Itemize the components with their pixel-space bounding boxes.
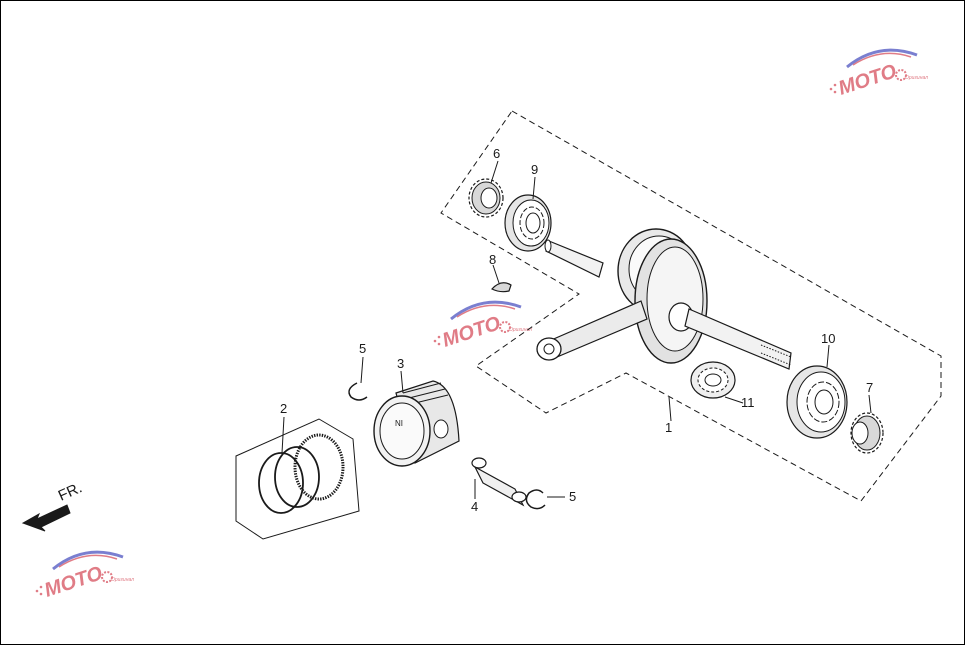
crankshaft-group-boundary: [440, 110, 942, 502]
watermark-top-right: MOTO Оригинал: [828, 48, 928, 100]
callout-2: 2: [280, 401, 287, 416]
callout-7: 6: [493, 146, 500, 161]
bearing-part-9: [504, 194, 552, 252]
front-direction-indicator: FR.: [21, 479, 85, 532]
callout-9: 9: [531, 162, 538, 177]
svg-text:MOTO: MOTO: [440, 312, 504, 351]
leader-lines: [281, 160, 872, 499]
svg-text:MOTO: MOTO: [836, 60, 900, 99]
watermark-middle: MOTO Оригинал: [432, 300, 532, 352]
piston-rings-part-2: [258, 433, 345, 514]
callout-3: 3: [397, 356, 404, 371]
svg-text:Оригинал: Оригинал: [905, 75, 928, 81]
piston-ring-set-boundary: [235, 418, 360, 540]
direction-arrow-icon: [21, 504, 71, 532]
needle-bearing-part-11: [690, 361, 736, 399]
piston-pin-part-4: [471, 457, 527, 507]
gear-part-7: [468, 178, 504, 218]
callout-11: 11: [741, 395, 755, 410]
piston-mark: NI: [395, 419, 403, 428]
callout-5-upper: 5: [359, 341, 366, 356]
gear-part-6: [850, 412, 884, 454]
callout-4: 4: [471, 499, 478, 514]
callout-8: 8: [489, 252, 496, 267]
watermark-bottom-left: MOTO Оригинал: [34, 550, 134, 602]
key-part-8: [491, 282, 512, 293]
callout-10: 10: [821, 331, 835, 346]
circlip-part-5-lower: [525, 489, 546, 510]
piston-part-3: NI: [373, 380, 460, 467]
callout-6: 7: [866, 380, 873, 395]
svg-text:MOTO: MOTO: [42, 562, 106, 601]
crankshaft-part-1: [536, 228, 792, 370]
bearing-part-10: [786, 365, 848, 439]
circlip-part-5-upper: [348, 382, 368, 401]
direction-label: FR.: [56, 479, 85, 504]
svg-text:Оригинал: Оригинал: [111, 577, 134, 583]
callout-5-lower: 5: [569, 489, 576, 504]
callout-1: 1: [665, 420, 672, 435]
svg-text:Оригинал: Оригинал: [509, 327, 532, 333]
